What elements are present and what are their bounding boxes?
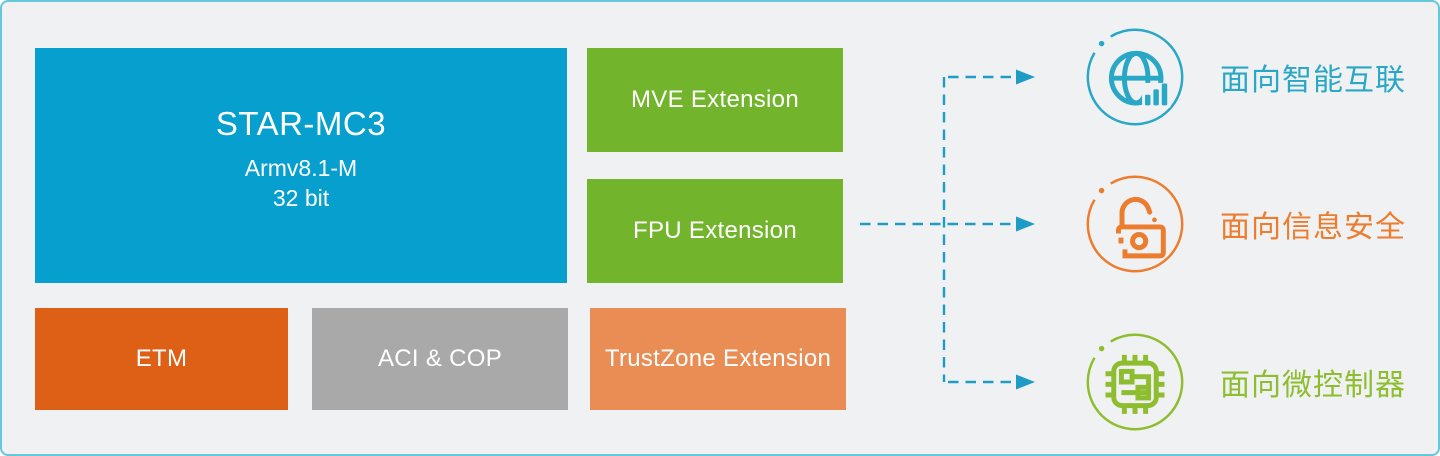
- core-title: STAR-MC3: [215, 104, 387, 142]
- arrowhead-top: [1016, 69, 1035, 85]
- trustzone-extension-label: TrustZone Extension: [604, 345, 832, 372]
- target-microcontroller: 面向微控制器: [1076, 323, 1436, 441]
- target-microcontroller-label: 面向微控制器: [1220, 369, 1406, 402]
- target-connectivity-label: 面向智能互联: [1220, 64, 1406, 97]
- aci-cop-label: ACI & COP: [377, 345, 503, 372]
- fpu-extension-label: FPU Extension: [633, 217, 797, 244]
- arrowhead-bottom: [1016, 374, 1035, 390]
- core-subtitle-architecture: Armv8.1-M: [244, 154, 358, 181]
- globe-bars-icon: [1086, 28, 1184, 126]
- core-block-text: STAR-MC3 Armv8.1-M 32 bit: [216, 103, 386, 213]
- arrowhead-middle: [1016, 216, 1035, 232]
- etm-label: ETM: [135, 345, 188, 372]
- target-security: 面向信息安全: [1076, 165, 1436, 283]
- aci-cop-block: ACI & COP: [312, 308, 568, 410]
- fpu-extension-block: FPU Extension: [587, 179, 843, 283]
- core-subtitle-bitwidth: 32 bit: [272, 184, 330, 211]
- target-connectivity: 面向智能互联: [1076, 18, 1436, 136]
- target-security-label: 面向信息安全: [1220, 211, 1406, 244]
- mve-extension-block: MVE Extension: [587, 48, 843, 152]
- trustzone-extension-block: TrustZone Extension: [590, 308, 846, 410]
- core-block: STAR-MC3 Armv8.1-M 32 bit: [35, 48, 567, 283]
- etm-block: ETM: [35, 308, 288, 410]
- open-lock-icon: [1086, 175, 1184, 273]
- microchip-icon: [1086, 333, 1184, 431]
- mve-extension-label: MVE Extension: [631, 86, 799, 113]
